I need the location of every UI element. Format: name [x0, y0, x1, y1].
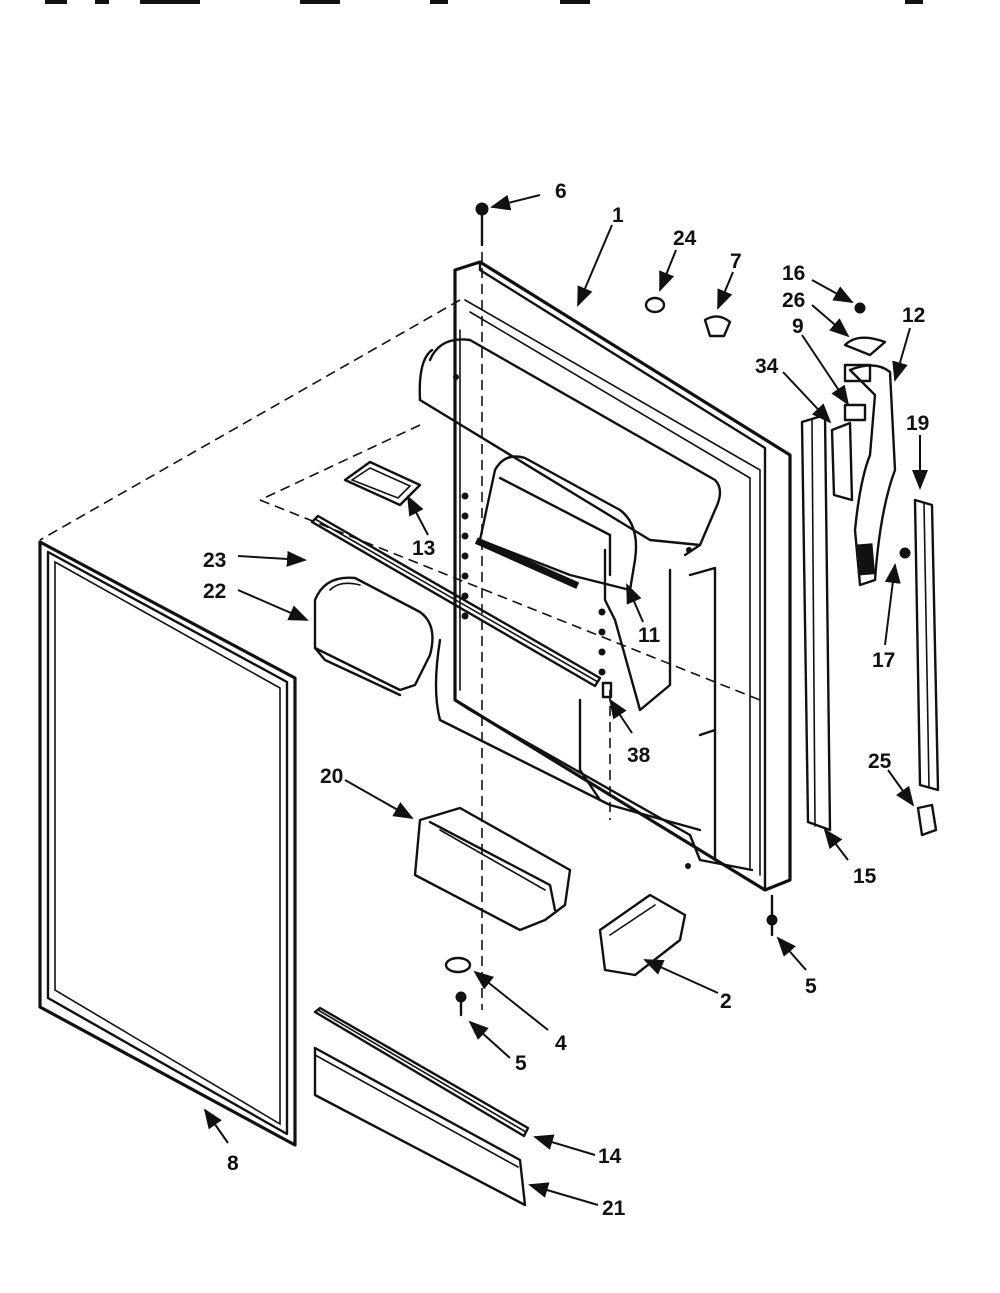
callout-20: 20 — [320, 765, 343, 788]
callout-14: 14 — [598, 1145, 622, 1168]
callout-17: 17 — [872, 649, 895, 672]
callout-7: 7 — [730, 250, 742, 273]
bottom-hinge-parts — [444, 894, 778, 1017]
callout-13: 13 — [412, 537, 435, 560]
door-bin-covered[interactable] — [313, 576, 434, 697]
door-shelf-rail[interactable] — [310, 514, 602, 688]
callout-15: 15 — [853, 865, 877, 888]
door-liner[interactable] — [418, 260, 792, 892]
callout-4: 4 — [555, 1032, 567, 1055]
callout-9: 9 — [792, 315, 804, 338]
callout-26: 26 — [782, 289, 805, 312]
callout-2: 2 — [720, 990, 732, 1013]
callout-5-bottom: 5 — [515, 1052, 527, 1075]
dairy-compartment[interactable] — [474, 455, 638, 592]
hinge-hardware — [843, 302, 911, 559]
strip-end-cap[interactable] — [916, 803, 938, 837]
callout-5-right: 5 — [805, 975, 817, 998]
callout-1: 1 — [612, 204, 624, 227]
callout-12: 12 — [902, 304, 925, 327]
plugs — [644, 296, 732, 338]
callout-34: 34 — [755, 355, 779, 378]
door-gasket — [38, 540, 297, 1147]
callout-6: 6 — [555, 180, 567, 203]
leader-lines — [203, 194, 928, 1206]
bottom-trim-panel[interactable] — [313, 1046, 527, 1207]
bottom-rail[interactable] — [313, 1006, 530, 1138]
hinge-cover[interactable] — [598, 893, 687, 977]
callout-38: 38 — [627, 744, 651, 767]
callout-22: 22 — [203, 580, 226, 603]
callout-23: 23 — [203, 549, 226, 572]
assembly-guide-lines — [39, 220, 761, 1010]
door-bin-bottom[interactable] — [413, 806, 572, 932]
callout-21: 21 — [602, 1197, 626, 1220]
door-hinge-trim[interactable] — [800, 413, 854, 832]
callout-25: 25 — [868, 750, 892, 773]
butter-cover[interactable] — [343, 460, 422, 507]
callout-labels: 6 1 24 7 16 26 12 9 34 19 13 23 22 11 17… — [203, 180, 929, 1220]
callout-8: 8 — [227, 1152, 239, 1175]
door-hinge[interactable] — [848, 364, 897, 587]
stop-clip — [601, 681, 613, 699]
callout-16: 16 — [782, 262, 805, 285]
screw-top — [475, 202, 489, 247]
callout-19: 19 — [906, 412, 929, 435]
door-handle-strip[interactable] — [913, 498, 940, 792]
top-edge-marks — [45, 0, 923, 4]
callout-24: 24 — [673, 227, 697, 250]
callout-11: 11 — [638, 624, 661, 647]
